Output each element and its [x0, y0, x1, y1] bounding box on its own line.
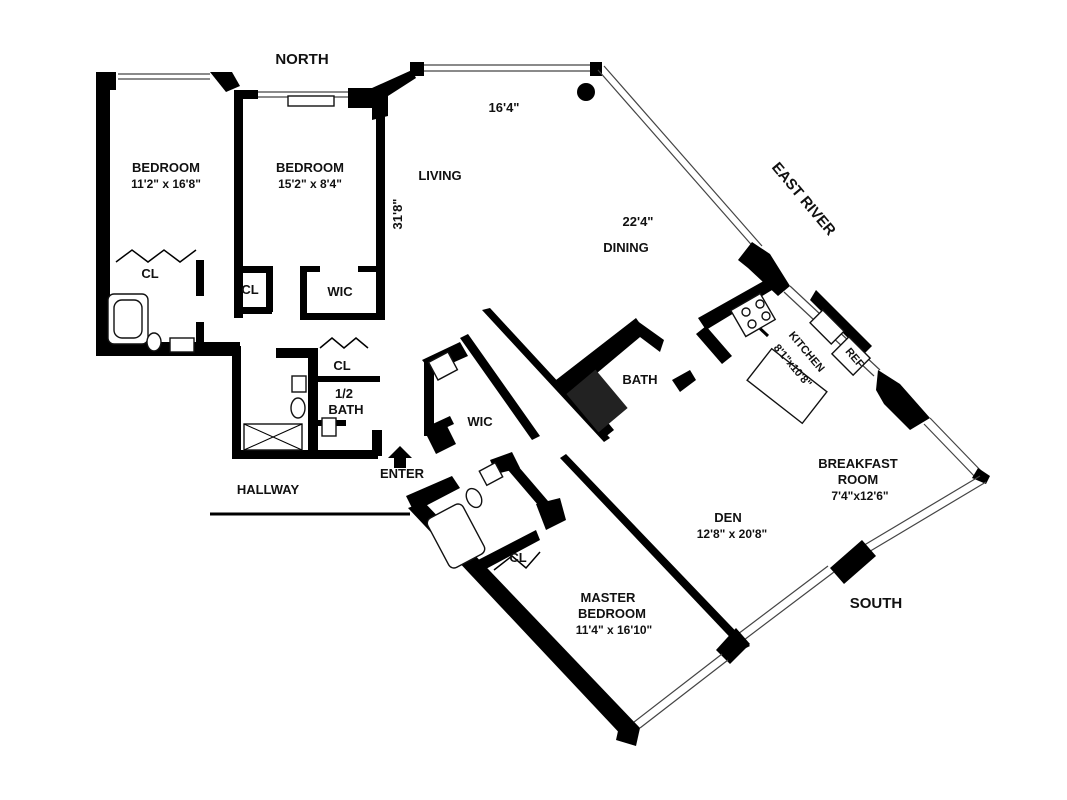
half-bath-line2: BATH	[328, 402, 363, 417]
cl3-name: CL	[333, 358, 350, 373]
master-line2: BEDROOM	[578, 606, 646, 621]
compass-north: NORTH	[275, 51, 328, 68]
living-name: LIVING	[418, 168, 461, 183]
bedroom1-dims: 11'2" x 16'8"	[131, 177, 201, 191]
cl4-name: CL	[509, 550, 526, 565]
master-line1: MASTER	[581, 590, 637, 605]
bedroom1-name: BEDROOM	[132, 160, 200, 175]
cl1-name: CL	[141, 266, 158, 281]
dining-name: DINING	[603, 240, 649, 255]
toilet-icon-3	[465, 487, 483, 509]
cl2-name: CL	[241, 282, 258, 297]
bedroom2-name: BEDROOM	[276, 160, 344, 175]
breakfast-dims: 7'4"x12'6"	[831, 489, 888, 503]
bath-name: BATH	[622, 372, 657, 387]
compass-south: SOUTH	[850, 595, 903, 612]
sink-icon	[169, 337, 195, 353]
fixtures	[107, 249, 872, 571]
hallway-label: HALLWAY	[237, 482, 300, 497]
half-bath-line1: 1/2	[335, 386, 353, 401]
closet-door-cl3	[319, 337, 369, 349]
breakfast-line1: BREAKFAST	[818, 456, 898, 471]
bathtub-icon-2	[426, 503, 486, 569]
closet-door-cl1	[115, 249, 197, 263]
compass-east-river: EAST RIVER	[768, 159, 839, 239]
bedroom2-dims: 15'2" x 8'4"	[278, 177, 342, 191]
toilet-icon	[146, 332, 162, 352]
sink-icon-2	[321, 417, 337, 437]
breakfast-line2: ROOM	[838, 472, 878, 487]
toilet-icon-2	[290, 397, 306, 419]
wic2-name: WIC	[467, 414, 493, 429]
sink-icon-3	[478, 461, 504, 487]
living-depth: 31'8"	[390, 199, 405, 230]
kitchen-sink-icon	[809, 309, 845, 345]
refrigerator-icon	[830, 335, 872, 377]
dining-width: 22'4"	[623, 214, 654, 229]
kitchen-island	[746, 347, 828, 425]
enter-arrow-icon	[388, 446, 412, 468]
wic1-name: WIC	[327, 284, 353, 299]
den-dims: 12'8" x 20'8"	[697, 527, 767, 541]
walls	[96, 62, 990, 746]
living-width: 16'4"	[489, 100, 520, 115]
master-dims: 11'4" x 16'10"	[576, 623, 652, 637]
closet-door-cl4	[493, 551, 541, 571]
enter-label: ENTER	[380, 466, 425, 481]
den-name: DEN	[714, 510, 741, 525]
